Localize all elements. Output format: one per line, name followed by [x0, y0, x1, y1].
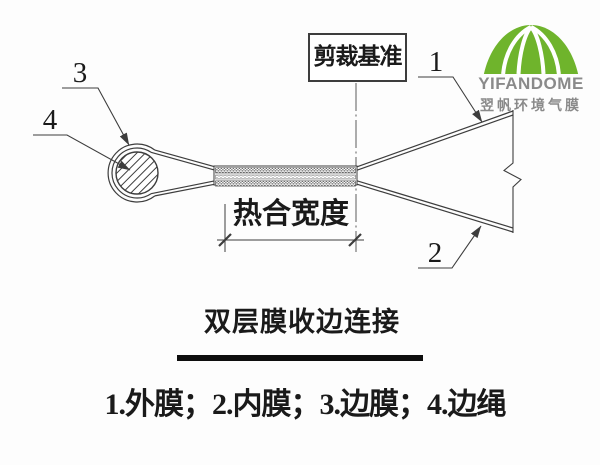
- break-line: [503, 110, 522, 233]
- weld-band: [213, 165, 358, 187]
- edge-membrane-wrap: [107, 143, 216, 203]
- callout-1-outer-membrane: 1: [417, 45, 455, 78]
- callout-4-edge-rope: 4: [31, 103, 69, 136]
- leader-line-2: [418, 225, 482, 269]
- cutting-datum-label: 剪裁基准: [313, 44, 403, 70]
- callout-number: 3: [72, 56, 88, 89]
- cutting-datum-box: 剪裁基准: [308, 33, 407, 82]
- edge-rope-section: [115, 151, 159, 195]
- callout-number: 1: [428, 45, 444, 78]
- inner-membrane-line: [356, 180, 514, 233]
- figure-title: 双层膜收边连接: [152, 306, 452, 338]
- title-underline: [177, 355, 423, 361]
- brand-name-en: YIFANDOME: [478, 74, 584, 93]
- outer-membrane-line: [356, 110, 514, 171]
- dimension-text: 热合宽度: [232, 197, 349, 230]
- legend: 1.外膜； 2.内膜； 3.边膜； 4.边绳: [85, 387, 525, 423]
- dome-icon: [483, 24, 579, 74]
- legend-item-4: 4.边绳: [427, 388, 506, 422]
- heat-seal-width-label: 热合宽度: [226, 198, 356, 230]
- legend-item-2: 2.内膜；: [212, 388, 320, 422]
- leader-line-4: [33, 134, 131, 171]
- yifandome-logo: YIFANDOME 翌帆环境气膜: [475, 24, 587, 115]
- figure-title-text: 双层膜收边连接: [204, 306, 400, 337]
- callout-2-inner-membrane: 2: [416, 236, 454, 269]
- legend-item-1: 1.外膜；: [104, 388, 213, 422]
- callout-3-edge-membrane: 3: [60, 56, 100, 89]
- callout-number: 2: [427, 236, 443, 269]
- brand-name-cn: 翌帆环境气膜: [480, 97, 582, 113]
- leader-line-1: [418, 76, 483, 123]
- legend-item-3: 3.边膜；: [319, 388, 428, 422]
- callout-number: 4: [42, 103, 58, 136]
- leader-line-3: [62, 87, 130, 146]
- dimension-line: [217, 204, 364, 252]
